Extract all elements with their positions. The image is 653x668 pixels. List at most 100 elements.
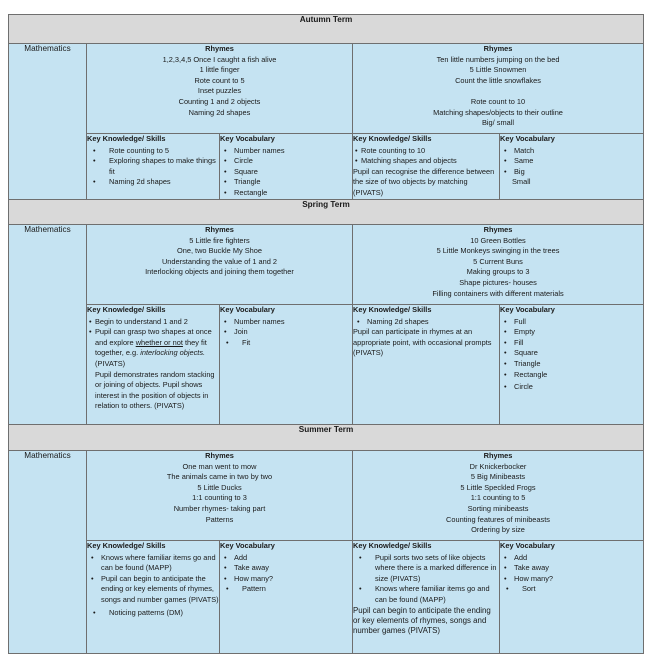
spring-knowledge-left: Key Knowledge/ Skills Begin to understan… — [86, 304, 220, 425]
list-item: Triangle — [220, 177, 352, 188]
rhyme-line: 10 Green Bottles — [470, 235, 526, 245]
list-item: Knows where familiar items go and can be… — [353, 584, 499, 605]
rhyme-line: 5 Little Monkeys swinging in the trees — [436, 246, 560, 256]
spring-rhymes-left: Rhymes 5 Little fire fighters One, two B… — [86, 224, 353, 305]
knowledge-text: Pupil can recognise the difference betwe… — [353, 166, 495, 197]
knowledge-text: Pupil demonstrates random stacking or jo… — [95, 369, 215, 411]
list-item: Exploring shapes to make things fit — [87, 156, 219, 177]
rhymes-heading: Rhymes — [205, 225, 234, 234]
rhymes-heading: Rhymes — [483, 44, 513, 53]
list-item: Add — [500, 553, 643, 564]
list-item: Rote counting to 10 — [353, 146, 499, 157]
vocabulary-heading: Key Vocabulary — [220, 305, 275, 314]
rhymes-heading: Rhymes — [483, 451, 513, 460]
list-item: Pupil sorts two sets of like objects whe… — [353, 553, 499, 585]
rhyme-line: One man went to mow — [182, 461, 257, 471]
summer-term-heading: Summer Term — [7, 424, 645, 451]
list-item: Matching shapes and objects — [353, 156, 499, 167]
list-item: Rectangle — [500, 370, 643, 381]
vocabulary-heading: Key Vocabulary — [500, 541, 555, 550]
list-item: Pattern — [220, 584, 352, 595]
summer-vocab-left: Key Vocabulary Add Take away How many? P… — [219, 540, 353, 654]
rhyme-line: Number rhymes- taking part — [173, 503, 266, 513]
rhyme-line: 1:1 counting to 3 — [192, 493, 247, 503]
spring-subject-label: Mathematics — [8, 224, 87, 425]
list-item: Begin to understand 1 and 2 — [87, 317, 219, 328]
list-item: Add — [220, 553, 352, 564]
rhyme-line: 5 Little Speckled Frogs — [460, 482, 536, 492]
rhyme-line — [353, 86, 643, 97]
knowledge-text: Pupil can begin to anticipate the ending… — [353, 605, 491, 636]
list-item: Number names — [220, 317, 352, 328]
summer-rhymes-left: Rhymes One man went to mow The animals c… — [86, 450, 353, 541]
vocabulary-heading: Key Vocabulary — [500, 305, 555, 314]
rhyme-line: Understanding the value of 1 and 2 — [161, 256, 278, 266]
list-item: Square — [500, 348, 643, 359]
rhyme-line: Interlocking objects and joining them to… — [145, 267, 294, 277]
rhyme-line: Naming 2d shapes — [188, 107, 251, 117]
list-item: How many? — [220, 574, 352, 585]
list-item: Knows where familiar items go and can be… — [87, 553, 219, 574]
knowledge-text-part: (PIVATS) — [95, 358, 126, 368]
list-item: Same — [500, 156, 643, 167]
curriculum-table: Autumn Term Mathematics Rhymes 1,2,3,4,5… — [7, 14, 645, 654]
spring-term-heading: Spring Term — [7, 199, 645, 225]
rhyme-line: 5 Big Minibeasts — [470, 472, 526, 482]
knowledge-heading: Key Knowledge/ Skills — [353, 134, 432, 143]
rhyme-line: One, two Buckle My Shoe — [176, 246, 263, 256]
rhyme-line: 5 Little Snowmen — [469, 65, 527, 75]
rhyme-line: Rote count to 5 — [194, 75, 245, 85]
list-item: Rote counting to 5 — [87, 146, 219, 157]
list-item: Big — [500, 167, 643, 178]
list-item: Square — [220, 167, 352, 178]
autumn-rhymes-right: Rhymes Ten little numbers jumping on the… — [351, 43, 645, 134]
list-item: Pupil can grasp two shapes at once and e… — [87, 327, 219, 369]
list-item: Naming 2d shapes — [87, 177, 219, 188]
knowledge-heading: Key Knowledge/ Skills — [353, 541, 432, 550]
knowledge-text-part: they fit together, e.g. — [95, 337, 207, 358]
knowledge-heading: Key Knowledge/ Skills — [87, 541, 166, 550]
summer-knowledge-left: Key Knowledge/ Skills Knows where famili… — [86, 540, 220, 654]
rhyme-line: Count the little snowflakes — [455, 75, 541, 85]
list-item: Take away — [220, 563, 352, 574]
list-item: Join — [220, 327, 352, 338]
rhyme-line: Counting 1 and 2 objects — [178, 96, 261, 106]
knowledge-heading: Key Knowledge/ Skills — [87, 134, 166, 143]
list-item: Take away — [500, 563, 643, 574]
list-item: Triangle — [500, 359, 643, 370]
list-item: Full — [500, 317, 643, 328]
list-item: Sort — [500, 584, 643, 595]
rhyme-line: Dr Knickerbocker — [469, 461, 527, 471]
rhyme-line: Rote count to 10 — [470, 96, 526, 106]
list-item: How many? — [500, 574, 643, 585]
vocabulary-heading: Key Vocabulary — [500, 134, 555, 143]
rhyme-line: The animals came in two by two — [166, 472, 273, 482]
knowledge-heading: Key Knowledge/ Skills — [87, 305, 166, 314]
summer-subject-label: Mathematics — [8, 450, 87, 654]
rhyme-line: Ordering by size — [471, 525, 525, 535]
rhyme-line: 5 Little fire fighters — [189, 235, 250, 245]
rhyme-line: 1 little finger — [199, 65, 240, 75]
rhyme-line: Big/ small — [481, 118, 515, 128]
autumn-vocab-right: Key Vocabulary Match Same Big Small — [498, 133, 645, 200]
vocabulary-heading: Key Vocabulary — [220, 134, 275, 143]
autumn-knowledge-left: Key Knowledge/ Skills Rote counting to 5… — [86, 133, 220, 200]
list-item: Noticing patterns (DM) — [87, 608, 219, 619]
spring-vocab-left: Key Vocabulary Number names Join Fit — [219, 304, 353, 425]
vocab-continuation: Small — [512, 177, 531, 187]
rhyme-line: Sorting minibeasts — [467, 503, 529, 513]
rhyme-line: Ten little numbers jumping on the bed — [436, 54, 560, 64]
rhyme-line: Inset puzzles — [197, 86, 242, 96]
knowledge-heading: Key Knowledge/ Skills — [353, 305, 432, 314]
summer-rhymes-right: Rhymes Dr Knickerbocker 5 Big Minibeasts… — [351, 450, 645, 541]
rhyme-line: 5 Little Ducks — [197, 482, 242, 492]
rhyme-line: Counting features of minibeasts — [446, 514, 550, 524]
rhyme-line: 1,2,3,4,5 Once I caught a fish alive — [162, 54, 277, 64]
rhyme-line: Matching shapes/objects to their outline — [433, 107, 563, 117]
autumn-subject-label: Mathematics — [8, 43, 87, 200]
list-item: Fit — [220, 338, 352, 349]
spring-vocab-right: Key Vocabulary Full Empty Fill Square Tr… — [498, 304, 645, 425]
rhymes-heading: Rhymes — [205, 451, 234, 460]
rhyme-line: Shape pictures- houses — [459, 277, 537, 287]
list-item: Pupil can begin to anticipate the ending… — [87, 574, 219, 606]
